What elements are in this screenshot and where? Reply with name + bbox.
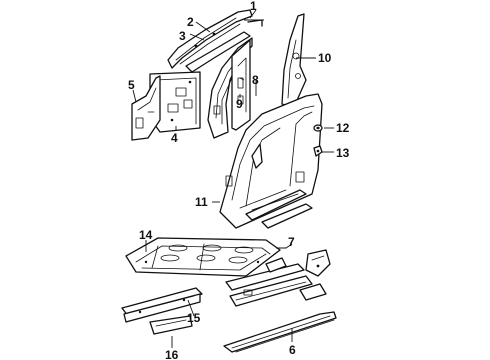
callout-16: 16 [165, 348, 179, 360]
part-sill-plate [149, 315, 193, 335]
part-b-pillar-upper [281, 13, 307, 109]
part-front-lock-pillar [131, 75, 161, 141]
callout-8: 8 [252, 73, 259, 87]
callout-1: 1 [250, 0, 257, 13]
callout-9: 9 [236, 97, 243, 111]
part-roof-bracket [247, 19, 263, 27]
callout-5: 5 [128, 78, 135, 92]
callout-4: 4 [171, 131, 178, 145]
callout-2: 2 [187, 15, 194, 29]
part-fastener-12 [313, 124, 323, 132]
leader-lines [132, 9, 334, 348]
callout-12: 12 [336, 121, 350, 135]
callout-15: 15 [187, 311, 201, 325]
callout-3: 3 [179, 29, 186, 43]
part-rocker-outer [223, 311, 337, 353]
callout-labels: 1 2 3 4 5 6 7 8 9 10 11 12 13 14 15 16 [128, 0, 350, 360]
callout-7: 7 [288, 235, 295, 249]
part-hinge-pillar [149, 71, 201, 133]
part-floor-pan [125, 237, 281, 277]
callout-6: 6 [289, 343, 296, 357]
part-a-pillar [207, 37, 253, 139]
part-body-side-panel [219, 93, 323, 229]
callout-13: 13 [336, 146, 350, 160]
callout-11: 11 [195, 195, 208, 209]
callout-10: 10 [318, 51, 332, 65]
part-rocker-inner-group [225, 249, 331, 307]
part-fastener-13 [313, 145, 323, 157]
callout-14: 14 [139, 228, 153, 242]
part-rocker-reinforcement [121, 287, 203, 323]
